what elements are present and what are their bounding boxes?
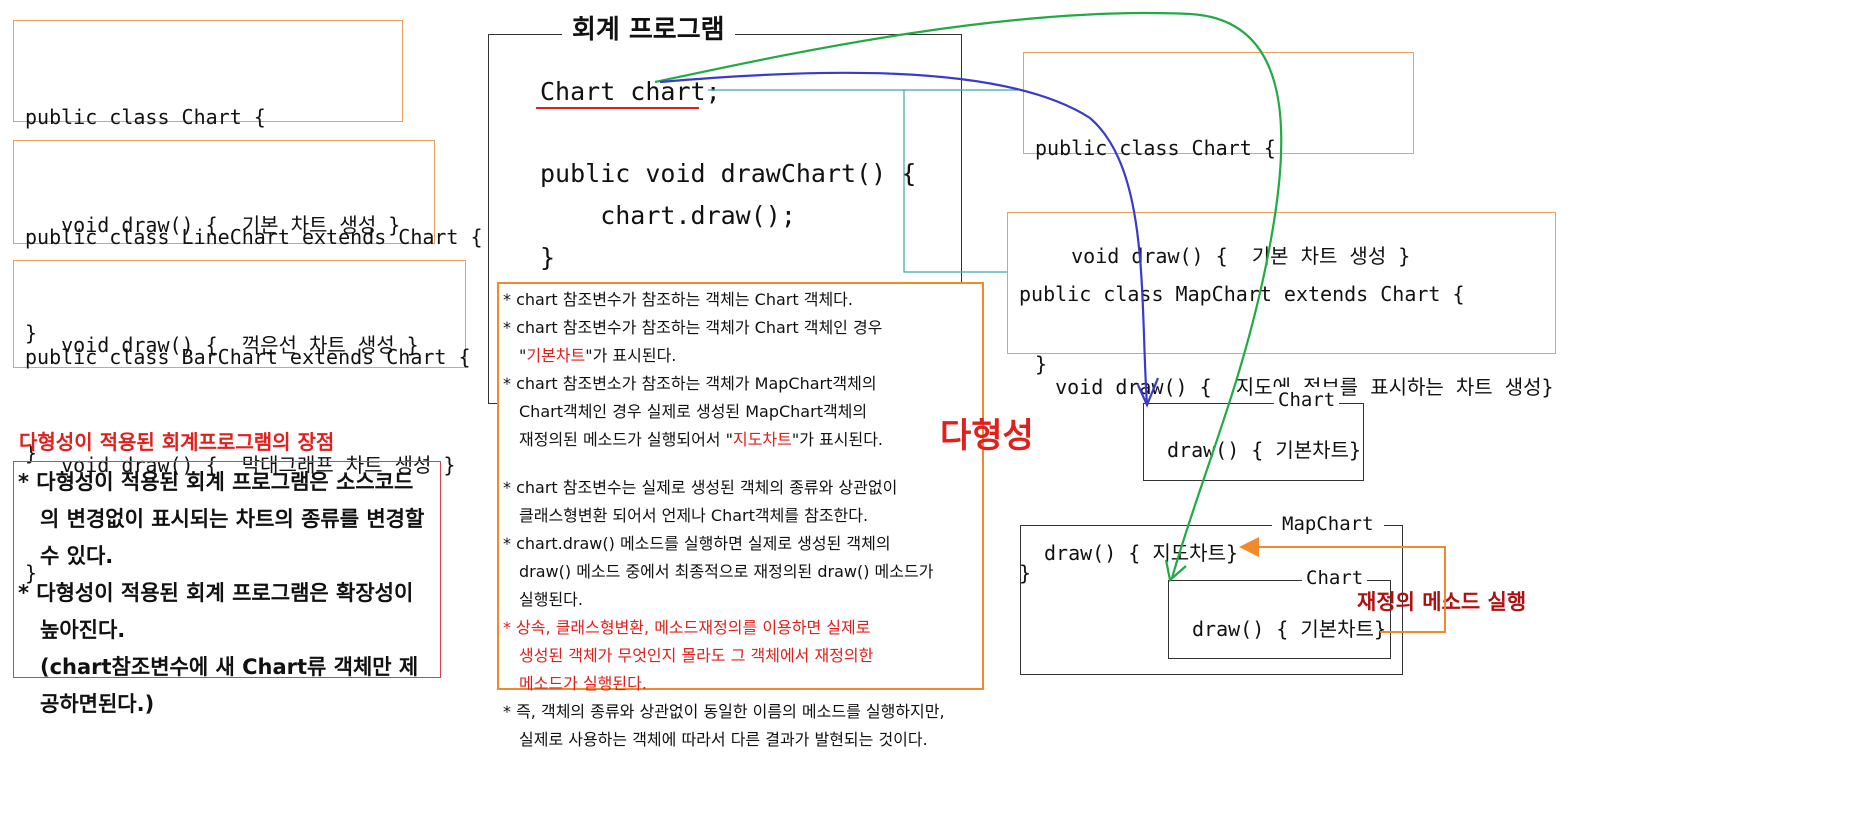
override-label: 재정의 메소드 실행: [1357, 590, 1527, 614]
note-line: * chart 참조변소가 참조하는 객체가 MapChart객체의: [503, 374, 877, 393]
code-line: public class MapChart extends Chart {: [1019, 282, 1465, 306]
code-line: public class BarChart extends Chart {: [25, 345, 471, 369]
note-line: * chart 참조변수는 실제로 생성된 객체의 종류와 상관없이: [503, 478, 898, 497]
advantage-item: * 다형성이 적용된 회계 프로그램은 확장성이 높아진다.: [18, 581, 414, 642]
method-line: chart.draw();: [540, 201, 796, 230]
chart-object-label: Chart: [1274, 387, 1340, 413]
code-line: void draw() { 꺽은선 차트 생성 }: [25, 333, 419, 357]
note-line: "기본차트"가 표시된다.: [519, 346, 677, 365]
explanation-notes: * chart 참조변수가 참조하는 객체는 Chart 객체다. * char…: [497, 282, 984, 749]
advantages-heading: 다형성이 적용된 회계프로그램의 장점: [19, 430, 335, 454]
note-line: * chart 참조변수가 참조하는 객체는 Chart 객체다.: [503, 290, 853, 309]
chart-object-method: draw() { 기본차트}: [1167, 438, 1362, 462]
code-line: }: [25, 321, 38, 345]
note-line: * 즉, 객체의 종류와 상관없이 동일한 이름의 메소드를 실행하지만,: [503, 702, 945, 721]
inner-chart-object-method: draw() { 기본차트}: [1192, 617, 1387, 641]
advantage-item: * 다형성이 적용된 회계 프로그램은 소스코드의 변경없이 표시되는 차트의 …: [18, 470, 425, 568]
method-line: public void drawChart() {: [540, 159, 917, 188]
chart-field-declaration: Chart chart;: [540, 77, 721, 106]
note-line: * chart.draw() 메소드를 실행하면 실제로 생성된 객체의: [503, 534, 891, 553]
method-line: }: [540, 243, 556, 272]
mapchart-object-label: MapChart: [1272, 511, 1384, 537]
program-title: 회계 프로그램: [562, 12, 735, 48]
highlight-basic-chart: 기본차트: [526, 346, 586, 365]
advantages-box: * 다형성이 적용된 회계 프로그램은 소스코드의 변경없이 표시되는 차트의 …: [13, 461, 441, 716]
note-line: 실행된다.: [519, 590, 583, 609]
note-line: 클래스형변환 되어서 언제나 Chart객체를 참조한다.: [519, 506, 869, 525]
note-line: 메소드가 실행된다.: [519, 674, 647, 693]
code-line: }: [25, 561, 38, 585]
advantage-item: (chart참조변수에 새 Chart류 객체만 제공하면된다.): [40, 655, 419, 716]
note-line: 재정의된 메소드가 실행되어서 "지도차트"가 표시된다.: [519, 430, 884, 449]
note-line: 실제로 사용하는 객체에 따라서 다른 결과가 발현되는 것이다.: [519, 730, 928, 749]
note-line: 생성된 객체가 무엇인지 몰라도 그 객체에서 재정의한: [519, 646, 874, 665]
code-line: public class Chart {: [25, 105, 266, 129]
field-underline: [536, 107, 699, 109]
mapchart-class-box: public class MapChart extends Chart { vo…: [1007, 212, 1556, 585]
code-line: void draw() { 기본 차트 생성 }: [25, 213, 401, 237]
mapchart-object-method: draw() { 지도차트}: [1044, 541, 1239, 565]
chart-class-box: public class Chart { void draw() { 기본 차트…: [13, 20, 403, 345]
code-line: }: [25, 441, 38, 465]
note-line: * chart 참조변수가 참조하는 객체가 Chart 객체인 경우: [503, 318, 883, 337]
note-line: draw() 메소드 중에서 최종적으로 재정의된 draw() 메소드가: [519, 562, 934, 581]
code-line: public class Chart {: [1035, 136, 1276, 160]
code-line: void draw() { 막대그래프 차트 생성 }: [25, 453, 456, 477]
highlight-map-chart: 지도차트: [732, 430, 792, 449]
note-line: Chart객체인 경우 실제로 생성된 MapChart객체의: [519, 402, 868, 421]
note-line: * 상속, 클래스형변환, 메소드재정의를 이용하면 실제로: [503, 618, 871, 637]
right-chart-class-box: public class Chart { void draw() { 기본 차트…: [1023, 52, 1414, 376]
barchart-class-box: public class BarChart extends Chart { vo…: [13, 260, 471, 585]
code-line: public class LineChart extends Chart {: [25, 225, 483, 249]
linechart-class-box: public class LineChart extends Chart { v…: [13, 140, 483, 465]
